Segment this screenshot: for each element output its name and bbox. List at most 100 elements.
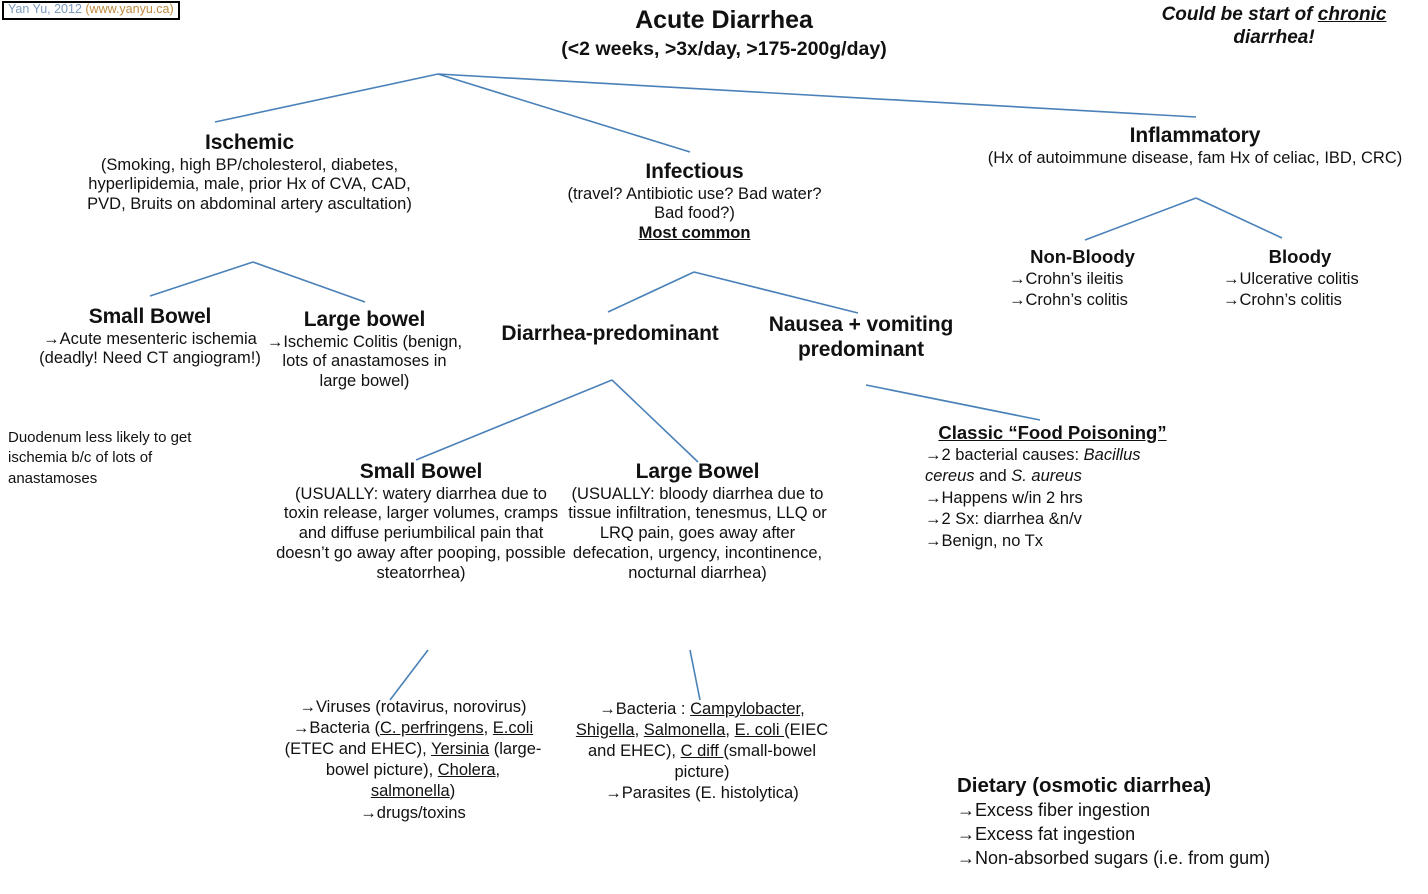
- diarrhea-predominant-heading: Diarrhea-predominant: [501, 322, 719, 345]
- sbp-l5-b: ): [449, 782, 456, 801]
- sbp-l3-b: (large-: [489, 740, 542, 759]
- food-poisoning-item-1: →2 bacterial causes: Bacillus cereus and…: [925, 445, 1180, 488]
- chronic-diarrhea-note: Could be start of chronic diarrhea!: [1124, 4, 1424, 50]
- inflammatory-heading: Inflammatory: [1129, 124, 1261, 147]
- fp-item1-organism-1: Bacillus cereus: [925, 446, 1141, 486]
- page-title: Acute Diarrhea (<2 weeks, >3x/day, >175-…: [464, 6, 984, 61]
- lbp-l2-a: ,: [634, 721, 644, 740]
- fp-item1-organism-2: S. aureus: [1011, 467, 1082, 486]
- lbp-l1-b: ,: [800, 700, 805, 718]
- infectious-heading: Infectious: [645, 160, 744, 183]
- node-ischemic-large-bowel: Large bowel →Ischemic Colitis (benign, l…: [262, 308, 467, 392]
- edge-infl-nonbloody: [1084, 197, 1197, 241]
- lbp-line-5: →Parasites (E. histolytica): [605, 784, 799, 803]
- sbp-l2-b: ,: [483, 719, 493, 738]
- sbp-line-6: →drugs/toxins: [360, 803, 466, 822]
- node-nausea-vomiting: Nausea + vomiting predominant: [752, 313, 970, 362]
- non-bloody-item: →Crohn’s ileitis: [1009, 270, 1124, 289]
- lbp-line-1: →Bacteria : Campylobacter,: [557, 699, 847, 720]
- edge-inf-nausea: [693, 271, 859, 314]
- node-infectious-large-bowel: Large Bowel (USUALLY: bloody diarrhea du…: [565, 460, 830, 584]
- edge-ischemic-small: [149, 261, 254, 297]
- lbp-l3-u: C diff: [680, 742, 724, 761]
- lbp-line-4: picture): [674, 763, 730, 782]
- node-infectious-small-bowel: Small Bowel (USUALLY: watery diarrhea du…: [276, 460, 566, 584]
- node-inflammatory: Inflammatory (Hx of autoimmune disease, …: [965, 124, 1425, 168]
- ischemic-small-bowel-heading: Small Bowel: [88, 305, 212, 328]
- edge-nausea-food: [865, 384, 1041, 421]
- ischemic-large-bowel-heading: Large bowel: [303, 308, 426, 331]
- lbp-l2-u3: E. coli: [734, 721, 785, 740]
- credit-site: (www.yanyu.ca): [85, 2, 174, 16]
- sbp-l2-u1: C. perfringens: [379, 719, 484, 738]
- food-poisoning-item-4: →Benign, no Tx: [925, 531, 1044, 550]
- node-food-poisoning: Classic “Food Poisoning” →2 bacterial ca…: [925, 421, 1180, 552]
- node-diarrhea-predominant: Diarrhea-predominant: [470, 322, 750, 347]
- sbp-l3-a: (ETEC and EHEC),: [284, 740, 432, 759]
- ischemic-small-bowel-body: →Acute mesenteric ischemia (deadly! Need…: [39, 329, 261, 368]
- note-emphasis: chronic: [1317, 4, 1387, 25]
- sbp-l3-u: Yersinia: [431, 740, 490, 759]
- lbp-l2-u2: Salmonella: [643, 721, 726, 740]
- inf-small-bowel-body: (USUALLY: watery diarrhea due to toxin r…: [276, 484, 566, 582]
- sbp-l4-a: bowel picture),: [325, 761, 438, 780]
- lbp-line-3: and EHEC), C diff (small-bowel: [557, 741, 847, 762]
- edge-root-ischemic: [214, 73, 439, 123]
- edge-root-infectious: [437, 73, 691, 153]
- non-bloody-heading: Non-Bloody: [1030, 246, 1135, 267]
- infectious-body: (travel? Antibiotic use? Bad water? Bad …: [567, 184, 822, 223]
- node-bloody: Bloody →Ulcerative colitis →Crohn’s coli…: [1205, 245, 1395, 312]
- food-poisoning-item-3: →2 Sx: diarrhea &n/v: [925, 510, 1082, 529]
- lbp-l3-b: (small-bowel: [723, 742, 817, 761]
- duodenum-note: Duodenum less likely to get ischemia b/c…: [8, 429, 192, 487]
- lbp-l2-b: ,: [725, 721, 735, 740]
- title-subheading: (<2 weeks, >3x/day, >175-200g/day): [561, 38, 887, 60]
- sbp-line-3: (ETEC and EHEC), Yersinia (large-: [272, 739, 554, 760]
- edge-infl-bloody: [1195, 197, 1283, 239]
- edge-inf-diarrhea: [607, 271, 695, 313]
- inf-small-bowel-heading: Small Bowel: [359, 460, 483, 483]
- infectious-most-common: Most common: [638, 224, 751, 243]
- fp-item1-conj: and: [974, 467, 1012, 486]
- sbp-l4-b: ,: [495, 761, 501, 780]
- note-text-a: Could be start of: [1161, 4, 1318, 25]
- dietary-item: →Excess fiber ingestion: [957, 800, 1151, 821]
- ischemic-large-bowel-body: →Ischemic Colitis (benign, lots of anast…: [266, 332, 463, 391]
- bloody-heading: Bloody: [1268, 246, 1332, 267]
- sbp-l2-a: →Bacteria (: [292, 719, 380, 738]
- edge-ischemic-large: [252, 261, 366, 303]
- inf-large-bowel-body: (USUALLY: bloody diarrhea due to tissue …: [568, 484, 827, 582]
- node-small-bowel-pathogens: →Viruses (rotavirus, norovirus) →Bacteri…: [272, 697, 554, 824]
- edge-large-pathogens: [689, 649, 701, 701]
- non-bloody-item: →Crohn’s colitis: [1009, 291, 1128, 310]
- sbp-line-1: →Viruses (rotavirus, norovirus): [299, 698, 527, 716]
- credit-author: Yan Yu, 2012: [8, 2, 86, 16]
- node-dietary: Dietary (osmotic diarrhea) →Excess fiber…: [957, 772, 1377, 870]
- ischemic-body: (Smoking, high BP/cholesterol, diabetes,…: [87, 155, 412, 214]
- note-text-b: diarrhea!: [1233, 26, 1315, 48]
- edge-diarrhea-large: [611, 379, 699, 463]
- nausea-vomiting-heading-line2: predominant: [797, 337, 925, 361]
- ischemic-heading: Ischemic: [204, 131, 295, 154]
- node-non-bloody: Non-Bloody →Crohn’s ileitis →Crohn’s col…: [995, 245, 1170, 312]
- lbp-l2-c: (EIEC: [784, 721, 829, 740]
- lbp-l3-a: and EHEC),: [587, 742, 681, 761]
- sbp-line-5: salmonella): [272, 781, 554, 802]
- nausea-vomiting-heading-line1: Nausea + vomiting: [768, 313, 954, 336]
- lbp-line-2: Shigella, Salmonella, E. coli (EIEC: [557, 720, 847, 741]
- node-large-bowel-pathogens: →Bacteria : Campylobacter, Shigella, Sal…: [557, 699, 847, 805]
- lbp-l1-a: →Bacteria :: [599, 700, 691, 718]
- food-poisoning-heading: Classic “Food Poisoning”: [938, 422, 1167, 443]
- dietary-heading: Dietary (osmotic diarrhea): [957, 774, 1212, 797]
- node-ischemic-small-bowel: Small Bowel →Acute mesenteric ischemia (…: [18, 305, 282, 369]
- fp-item1-prefix: →2 bacterial causes:: [925, 446, 1084, 465]
- dietary-item: →Excess fat ingestion: [957, 823, 1136, 844]
- lbp-l2-u1: Shigella: [575, 721, 635, 740]
- dietary-item: →Non-absorbed sugars (i.e. from gum): [957, 847, 1271, 868]
- bloody-item: →Ulcerative colitis: [1223, 270, 1359, 289]
- lbp-l1-u: Campylobacter: [690, 700, 801, 718]
- node-infectious: Infectious (travel? Antibiotic use? Bad …: [557, 160, 832, 244]
- sbp-line-4: bowel picture), Cholera,: [272, 760, 554, 781]
- food-poisoning-item-2: →Happens w/in 2 hrs: [925, 488, 1083, 507]
